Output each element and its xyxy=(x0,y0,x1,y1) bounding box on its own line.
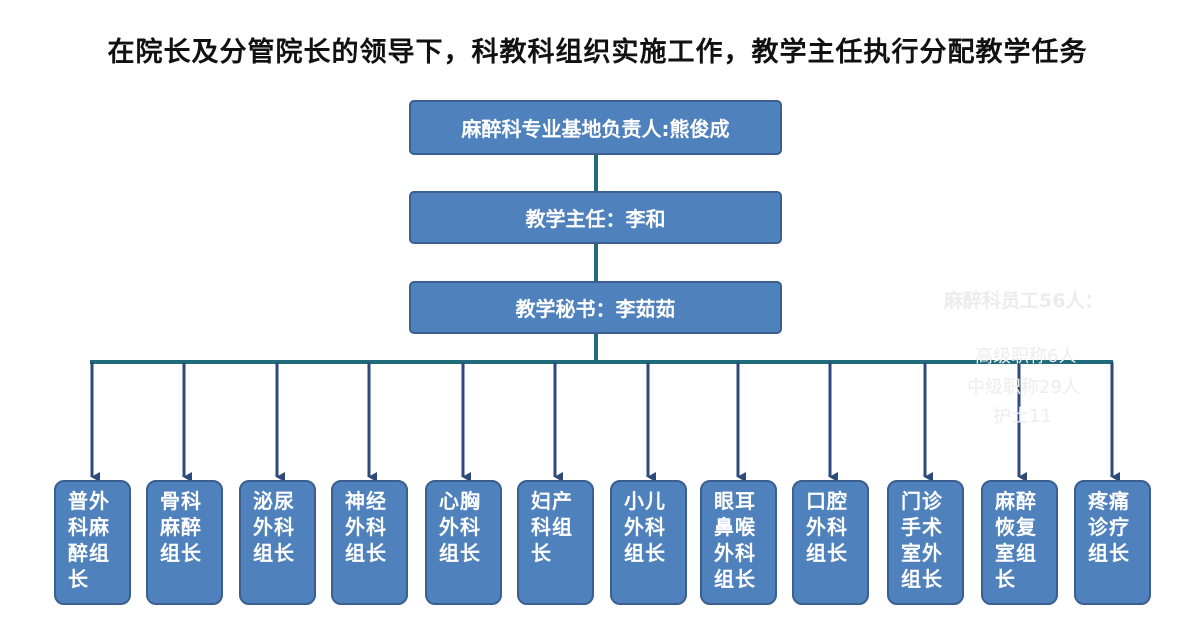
group-leader-box: 眼耳鼻喉外科组长 xyxy=(700,480,777,605)
group-drop-arrows xyxy=(90,362,1120,482)
group-leader-box: 神经外科组长 xyxy=(331,480,408,605)
staff-note-heading: 麻醉科员工56人： xyxy=(944,290,1104,312)
group-leader-box: 妇产科组长 xyxy=(517,480,594,605)
group-leader-box: 普外科麻醉组长 xyxy=(54,480,131,605)
teaching-director-label: 教学主任：李和 xyxy=(525,207,666,231)
group-leader-label: 小儿外科组长 xyxy=(624,489,666,565)
staff-note-line-1: 高级职称6人 xyxy=(975,346,1077,367)
group-leader-label: 泌尿外科组长 xyxy=(253,489,295,565)
group-leader-label: 心胸外科组长 xyxy=(439,489,481,565)
group-leader-box: 口腔外科组长 xyxy=(792,480,869,605)
page-title: 在院长及分管院长的领导下，科教科组织实施工作，教学主任执行分配教学任务 xyxy=(107,37,1088,68)
group-leader-box: 门诊手术室外组长 xyxy=(887,480,964,605)
teaching-director-box: 教学主任：李和 xyxy=(409,191,782,244)
group-leader-box: 泌尿外科组长 xyxy=(239,480,316,605)
group-leader-label: 神经外科组长 xyxy=(345,489,387,565)
base-head-box: 麻醉科专业基地负责人:熊俊成 xyxy=(409,100,782,155)
group-leader-label: 骨科麻醉组长 xyxy=(160,489,202,565)
vertical-connectors xyxy=(90,155,1113,364)
group-leader-label: 口腔外科组长 xyxy=(806,489,848,565)
group-leader-label: 普外科麻醉组长 xyxy=(68,489,110,591)
teaching-secretary-box: 教学秘书：李茹茹 xyxy=(409,281,782,334)
base-head-label: 麻醉科专业基地负责人:熊俊成 xyxy=(461,117,730,141)
group-leader-box: 麻醉恢复室组长 xyxy=(981,480,1058,605)
group-leader-box: 疼痛诊疗组长 xyxy=(1074,480,1151,605)
group-leader-box: 骨科麻醉组长 xyxy=(146,480,223,605)
group-leader-box: 心胸外科组长 xyxy=(425,480,502,605)
group-leader-box: 小儿外科组长 xyxy=(610,480,687,605)
staff-note-line-3: 护士11 xyxy=(993,406,1052,427)
group-leader-label: 门诊手术室外组长 xyxy=(901,489,943,591)
group-leader-label: 疼痛诊疗组长 xyxy=(1088,489,1130,565)
group-leader-label: 麻醉恢复室组长 xyxy=(995,489,1037,591)
teaching-secretary-label: 教学秘书：李茹茹 xyxy=(515,297,676,321)
group-leader-label: 眼耳鼻喉外科组长 xyxy=(714,489,756,591)
staff-note-line-2: 中级职称29人 xyxy=(967,377,1080,398)
group-leader-label: 妇产科组长 xyxy=(531,489,573,565)
